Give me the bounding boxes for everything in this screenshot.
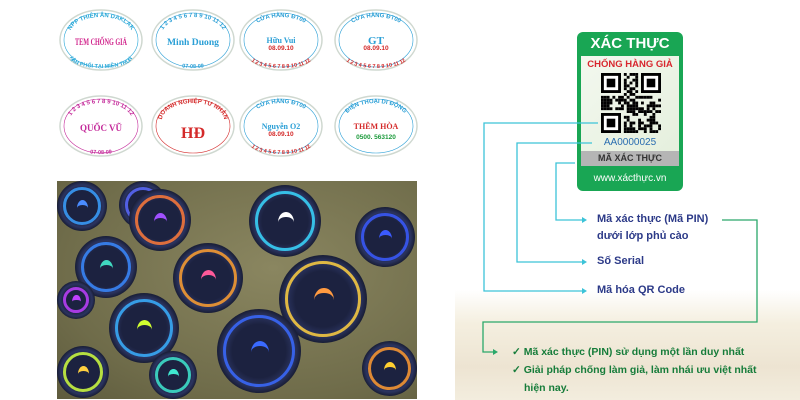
stamp-sub-text: 08.09.10	[363, 45, 389, 52]
qr-callout-line	[483, 122, 598, 292]
serial-number: AA0000025	[603, 137, 657, 148]
stamp-sub-text: 08.09.10	[268, 131, 294, 138]
hologram-sticker	[129, 189, 191, 251]
hologram-sticker	[249, 185, 321, 257]
benefit-item-cont: hiện nay.	[524, 382, 569, 394]
hologram-sticker	[57, 281, 95, 319]
scratch-pin-area: MÃ XÁC THỰC	[581, 151, 679, 166]
stamp: CỬA HÀNG ĐT00 1 2 3 4 5 6 7 8 9 10 11 12…	[334, 9, 418, 71]
stamp-center-text: QUỐC VŨ	[80, 123, 123, 133]
qr-label: Mã hóa QR Code	[597, 284, 686, 296]
stamp-bottom-text: 07-08-09	[90, 149, 112, 156]
authentication-label: XÁC THỰC CHỐNG HÀNG GIẢ AA0000025 MÃ XÁC…	[577, 32, 683, 191]
hologram-sticker	[149, 351, 197, 399]
stamp-center-text: TEM CHỐNG GIẢ	[75, 37, 127, 47]
pin-label-sub: dưới lớp phủ cào	[597, 230, 689, 242]
hologram-sticker	[173, 243, 243, 313]
stamp-center-text: Nguyễn O2	[262, 122, 300, 131]
stamp-bottom-text: 07-08-09	[182, 63, 204, 70]
stamp: 1 2 3 4 5 6 7 8 9 10 11 12 07-08-09 Minh…	[151, 9, 235, 71]
stamp-center-text: Minh Duong	[167, 37, 220, 47]
label-subtitle: CHỐNG HÀNG GIẢ	[587, 59, 673, 70]
stamp-samples: NPP THIÊN ÂN DAKLAK PHÂN PHỐI TẠI MIỀN T…	[50, 0, 440, 170]
benefits-callout-line	[482, 219, 758, 353]
check-icon: ✓	[512, 364, 524, 376]
hologram-sticker	[109, 293, 179, 363]
hologram-sticker	[57, 346, 109, 398]
hologram-stickers-photo	[57, 181, 417, 399]
pin-callout-line	[555, 162, 582, 221]
stamp: ĐIỆN THOẠI DI ĐỘNG THÊM HÒA 0500. 563120	[334, 95, 418, 157]
stamp-sub-text: 08.09.10	[268, 45, 294, 52]
stamp: DOANH NGHIỆP TƯ NHÂN HĐ	[151, 95, 235, 157]
benefit-item: ✓ Mã xác thực (PIN) sử dụng một lần duy …	[512, 346, 745, 358]
pin-label: Mã xác thực (Mã PIN)	[597, 213, 709, 225]
hologram-sticker	[362, 341, 417, 396]
stamp: NPP THIÊN ÂN DAKLAK PHÂN PHỐI TẠI MIỀN T…	[58, 8, 143, 71]
stamp-center-text: Hữu Vui	[266, 36, 296, 45]
serial-label: Số Serial	[597, 255, 645, 267]
stamp-center-text: GT	[368, 35, 385, 47]
hologram-sticker	[217, 309, 301, 393]
supermarket-background	[455, 290, 800, 400]
stamp: CỬA HÀNG ĐT00 1 2 3 4 5 6 7 8 9 10 11 12…	[239, 95, 323, 157]
stamp-sub-text: 0500. 563120	[356, 134, 396, 141]
stamp: CỬA HÀNG ĐT00 1 2 3 4 5 6 7 8 9 10 11 12…	[239, 9, 323, 71]
hologram-sticker	[57, 181, 107, 231]
stamp: 1 2 3 4 5 6 7 8 9 10 11 12 07-08-09 QUỐC…	[59, 95, 143, 157]
qr-code-icon	[601, 73, 661, 133]
serial-callout-line	[516, 142, 592, 263]
stamp-center-text: THÊM HÒA	[354, 121, 399, 131]
label-url: www.xácthực.vn	[593, 173, 667, 184]
check-icon: ✓	[512, 346, 524, 358]
benefit-item: ✓ Giải pháp chống làm giả, làm nhái ưu v…	[512, 364, 757, 376]
hologram-sticker	[355, 207, 415, 267]
label-title: XÁC THỰC	[590, 35, 670, 52]
stamp-center-text: HĐ	[181, 125, 205, 142]
